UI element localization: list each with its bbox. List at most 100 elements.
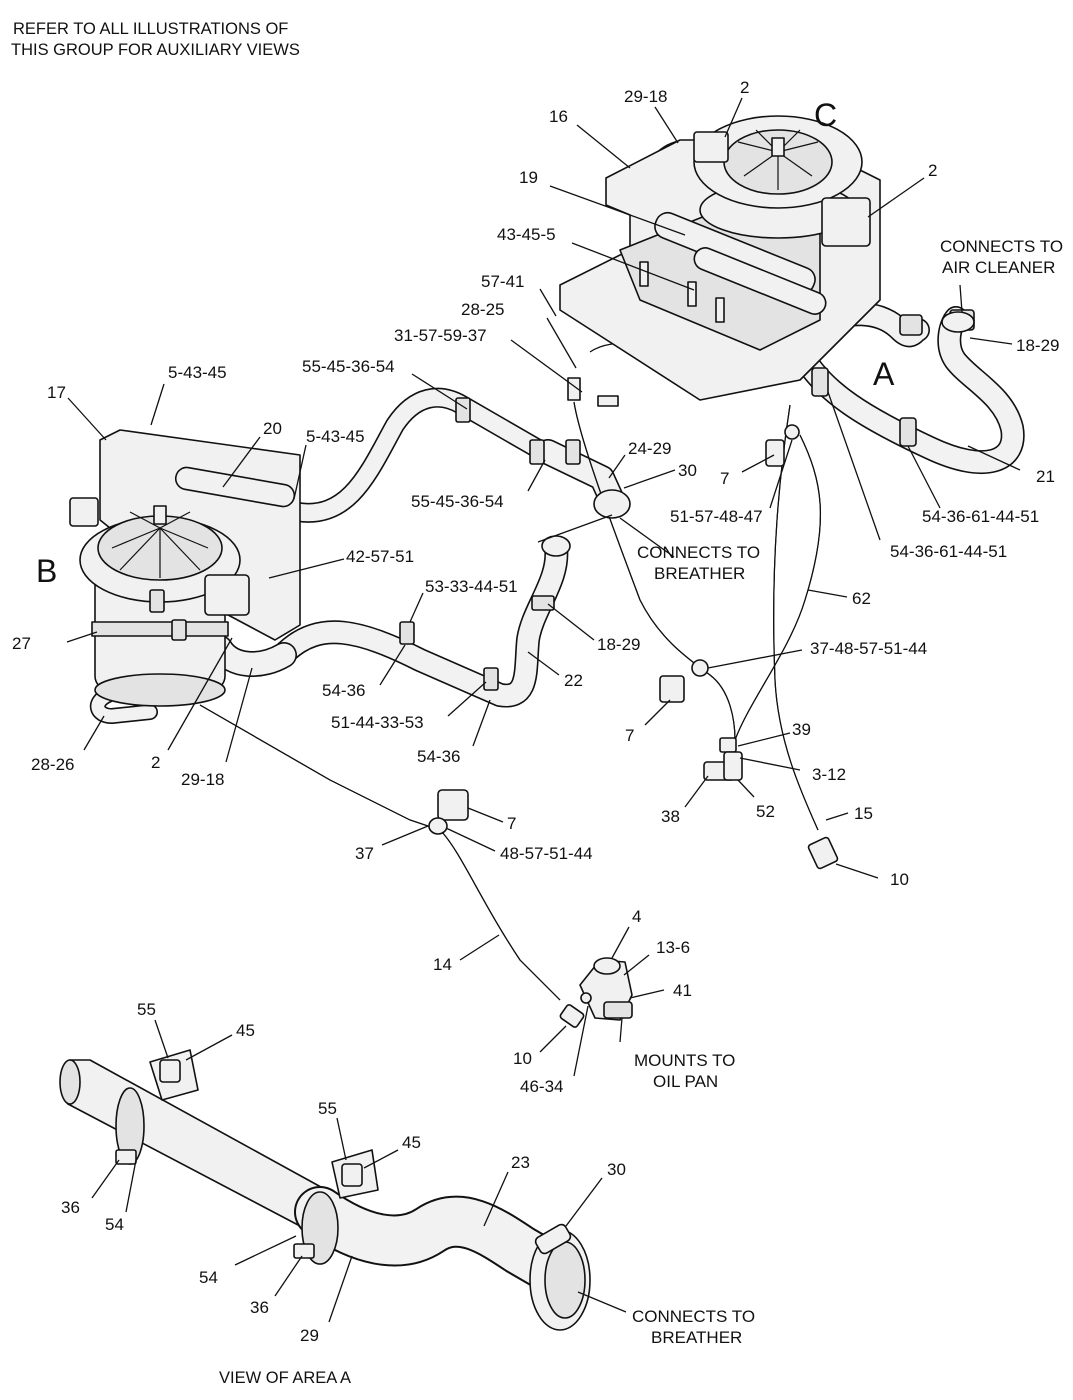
- callout-label: 45: [402, 1133, 421, 1152]
- clamp: [171, 619, 187, 641]
- callout-label: 20: [263, 419, 282, 438]
- callout-label: 7: [625, 726, 634, 745]
- header-note-line-1: REFER TO ALL ILLUSTRATIONS OF: [13, 20, 288, 38]
- breather-b-knob: [153, 505, 167, 525]
- stud: [639, 261, 649, 287]
- clamp: [399, 621, 415, 645]
- bracket-7-c: [437, 789, 469, 821]
- callout-labels: 29-18 2 16 2 19 43-45-5 57-41 28-25 31-5…: [12, 78, 1059, 1345]
- clip-37-lower: [428, 817, 448, 835]
- clamp: [483, 667, 499, 691]
- header-note: REFER TO ALL ILLUSTRATIONS OF THIS GROUP…: [11, 20, 300, 59]
- callout-label: 43-45-5: [497, 225, 556, 244]
- clamp-30: [534, 1223, 572, 1255]
- callout-label: 54-36: [417, 747, 460, 766]
- air-cleaner-outlet: [941, 311, 975, 333]
- note-breather-top-line-2: BREATHER: [654, 564, 745, 583]
- notes: CONNECTS TO AIR CLEANER CONNECTS TO BREA…: [632, 237, 1063, 1347]
- area-a-tube-end: [59, 1059, 81, 1105]
- note-breather-top-line-1: CONNECTS TO: [637, 543, 760, 562]
- callout-label: 38: [661, 807, 680, 826]
- stud: [687, 281, 697, 307]
- bolt-55-left: [159, 1059, 181, 1083]
- callout-label: 36: [250, 1298, 269, 1317]
- callout-label: 2: [928, 161, 937, 180]
- callout-label: 17: [47, 383, 66, 402]
- fitting-52: [723, 751, 743, 781]
- note-oil-pan-line-2: OIL PAN: [653, 1072, 718, 1091]
- clip-37: [691, 659, 709, 677]
- area-letter-a: A: [873, 356, 895, 392]
- valve-2-right: [821, 197, 871, 247]
- callout-label: 54-36-61-44-51: [890, 542, 1007, 561]
- callout-label: 51-44-33-53: [331, 713, 424, 732]
- valve-2-top: [693, 131, 729, 163]
- callout-label: 4: [632, 907, 641, 926]
- breather-c: [559, 115, 975, 447]
- note-oil-pan-line-1: MOUNTS TO: [634, 1051, 735, 1070]
- fitting-39: [719, 737, 737, 753]
- callout-label: 31-57-59-37: [394, 326, 487, 345]
- callout-label: 51-57-48-47: [670, 507, 763, 526]
- callout-label: 10: [890, 870, 909, 889]
- callout-label: 5-43-45: [306, 427, 365, 446]
- callout-label: 36: [61, 1198, 80, 1217]
- bolt-55-right: [341, 1163, 363, 1187]
- callout-label: 28-26: [31, 755, 74, 774]
- callout-label: 52: [756, 802, 775, 821]
- note-breather-bottom-line-1: CONNECTS TO: [632, 1307, 755, 1326]
- nut-36-right: [293, 1243, 315, 1259]
- fitting-10-right: [807, 836, 839, 870]
- callout-label: 28-25: [461, 300, 504, 319]
- clamp: [565, 439, 581, 465]
- callout-label: 55-45-36-54: [302, 357, 395, 376]
- note-breather-bottom-line-2: BREATHER: [651, 1328, 742, 1347]
- fitting-31: [597, 395, 619, 407]
- callout-label: 27: [12, 634, 31, 653]
- callout-label: 7: [507, 814, 516, 833]
- rail-43-45-5: [693, 247, 827, 315]
- fittings: [428, 377, 839, 1028]
- callout-label: 15: [854, 804, 873, 823]
- valve-b-left: [69, 497, 99, 527]
- callout-label: 16: [549, 107, 568, 126]
- breather-outlet-30: [593, 489, 631, 519]
- callout-label: 14: [433, 955, 452, 974]
- callout-label: 55-45-36-54: [411, 492, 504, 511]
- breather-b-ribs: [111, 511, 209, 578]
- callout-label: 37: [355, 844, 374, 863]
- clamp: [899, 314, 923, 336]
- leader-lines: [66, 97, 1021, 1323]
- area-letter-b: B: [36, 553, 57, 589]
- callout-label: 2: [151, 753, 160, 772]
- clamp: [529, 439, 545, 465]
- breather-b: [69, 397, 631, 707]
- area-letters: A B C: [36, 97, 895, 589]
- clamp: [811, 367, 829, 397]
- clamp: [455, 397, 471, 423]
- bracket-7-a: [765, 439, 785, 467]
- clip-51: [784, 424, 800, 440]
- plug-4: [593, 957, 621, 975]
- breather-b-band: [91, 621, 229, 637]
- nut-36-left: [115, 1149, 137, 1165]
- callout-label: 3-12: [812, 765, 846, 784]
- callout-label: 54-36-61-44-51: [922, 507, 1039, 526]
- callout-label: 18-29: [1016, 336, 1059, 355]
- stud: [715, 297, 725, 323]
- callout-label: 2: [740, 78, 749, 97]
- clamp: [149, 589, 165, 613]
- callout-label: 55: [318, 1099, 337, 1118]
- callout-label: 13-6: [656, 938, 690, 957]
- note-air-cleaner-line-2: AIR CLEANER: [942, 258, 1055, 277]
- callout-label: 7: [720, 469, 729, 488]
- callout-label: 21: [1036, 467, 1055, 486]
- area-letter-c: C: [814, 97, 837, 133]
- callout-label: 37-48-57-51-44: [810, 639, 927, 658]
- gasket-41: [603, 1001, 633, 1019]
- callout-label: 18-29: [597, 635, 640, 654]
- callout-label: 41: [673, 981, 692, 1000]
- callout-label: 42-57-51: [346, 547, 414, 566]
- callout-label: 30: [678, 461, 697, 480]
- breather-c-knob: [771, 137, 785, 157]
